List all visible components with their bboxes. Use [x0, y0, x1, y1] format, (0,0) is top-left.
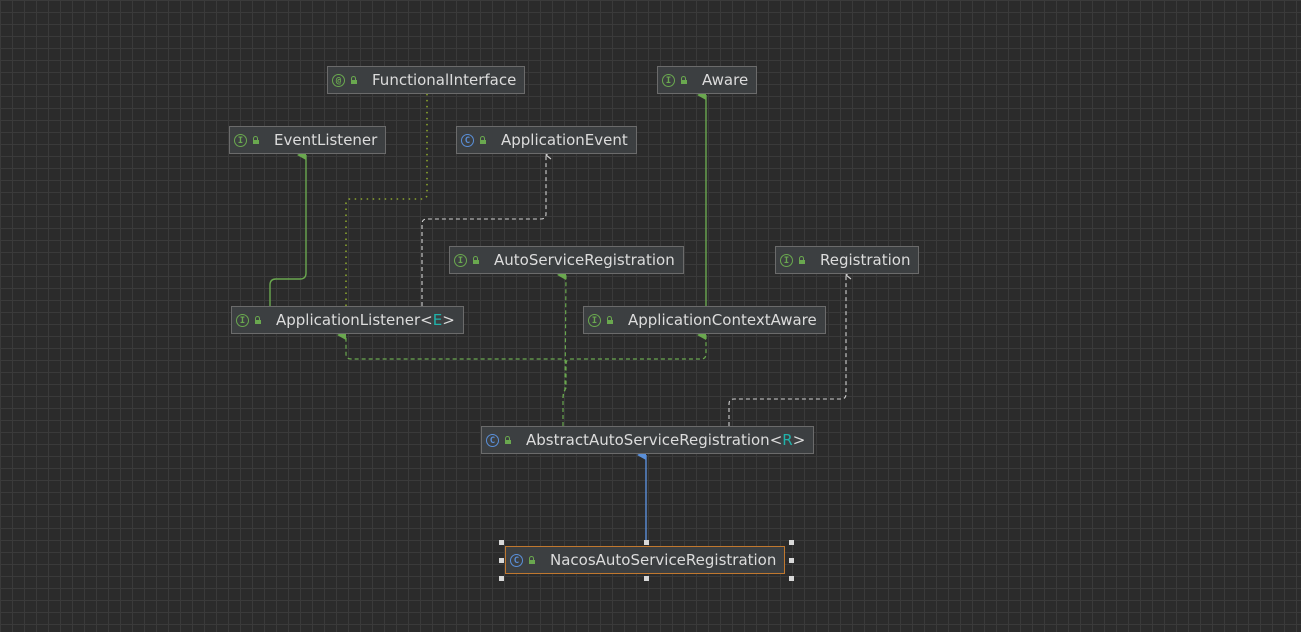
resize-handle-top[interactable]	[644, 540, 649, 545]
node-application-listener[interactable]: I ApplicationListener<E>	[231, 306, 464, 334]
lock-icon	[528, 556, 536, 564]
node-label: AbstractAutoServiceRegistration	[526, 431, 770, 449]
type-close-bracket: >	[442, 311, 455, 329]
class-icon: C	[510, 553, 523, 567]
interface-icon: I	[588, 313, 601, 327]
resize-handle-bottom[interactable]	[644, 576, 649, 581]
edge-applicationlistener-eventlistener	[269, 150, 307, 306]
type-open-bracket: <	[769, 431, 783, 449]
lock-icon	[798, 256, 806, 264]
annotation-icon: @	[332, 73, 345, 87]
node-abstract-auto-service-registration[interactable]: C AbstractAutoServiceRegistration<R>	[481, 426, 815, 454]
interface-icon: I	[236, 313, 249, 327]
node-label: ApplicationEvent	[501, 131, 628, 149]
class-icon: C	[461, 133, 474, 147]
lock-icon	[479, 136, 487, 144]
edge-abstract-applicationlistener	[337, 330, 567, 399]
edge-abstract-applicationcontextaware	[565, 330, 707, 365]
edge-applicationlistener-functionalinterface	[345, 94, 428, 306]
node-functional-interface[interactable]: @ FunctionalInterface	[327, 66, 526, 94]
resize-handle-right[interactable]	[789, 558, 794, 563]
interface-icon: I	[662, 73, 675, 87]
lock-icon	[680, 76, 688, 84]
lock-icon	[350, 76, 358, 84]
type-parameter: R	[782, 431, 793, 449]
resize-handle-bottom-left[interactable]	[499, 576, 504, 581]
node-label: AutoServiceRegistration	[494, 251, 675, 269]
edge-applicationlistener-applicationevent	[421, 150, 552, 306]
node-nacos-auto-service-registration[interactable]: C NacosAutoServiceRegistration	[505, 546, 786, 574]
node-application-event[interactable]: C ApplicationEvent	[456, 126, 637, 154]
type-parameter: E	[432, 311, 443, 329]
lock-icon	[252, 136, 260, 144]
node-application-context-aware[interactable]: I ApplicationContextAware	[583, 306, 826, 334]
type-open-bracket: <	[420, 311, 433, 329]
resize-handle-top-left[interactable]	[499, 540, 504, 545]
node-label: EventListener	[274, 131, 378, 149]
node-label: FunctionalInterface	[372, 71, 517, 89]
lock-icon	[504, 436, 512, 444]
node-aware[interactable]: I Aware	[657, 66, 758, 94]
resize-handle-top-right[interactable]	[789, 540, 794, 545]
interface-icon: I	[780, 253, 793, 267]
resize-handle-bottom-right[interactable]	[789, 576, 794, 581]
node-label: ApplicationListener	[276, 311, 421, 329]
lock-icon	[606, 316, 614, 324]
lock-icon	[472, 256, 480, 264]
resize-handle-left[interactable]	[499, 558, 504, 563]
edge-abstract-autoserviceregistration	[557, 270, 567, 426]
node-label: Registration	[820, 251, 911, 269]
node-auto-service-registration[interactable]: I AutoServiceRegistration	[449, 246, 684, 274]
interface-icon: I	[454, 253, 467, 267]
edge-abstract-registration	[728, 270, 852, 426]
class-icon: C	[486, 433, 499, 447]
node-label: NacosAutoServiceRegistration	[550, 551, 777, 569]
type-close-bracket: >	[792, 431, 806, 449]
node-label: ApplicationContextAware	[628, 311, 817, 329]
node-label: Aware	[702, 71, 749, 89]
node-event-listener[interactable]: I EventListener	[229, 126, 387, 154]
lock-icon	[254, 316, 262, 324]
node-registration[interactable]: I Registration	[775, 246, 920, 274]
interface-icon: I	[234, 133, 247, 147]
